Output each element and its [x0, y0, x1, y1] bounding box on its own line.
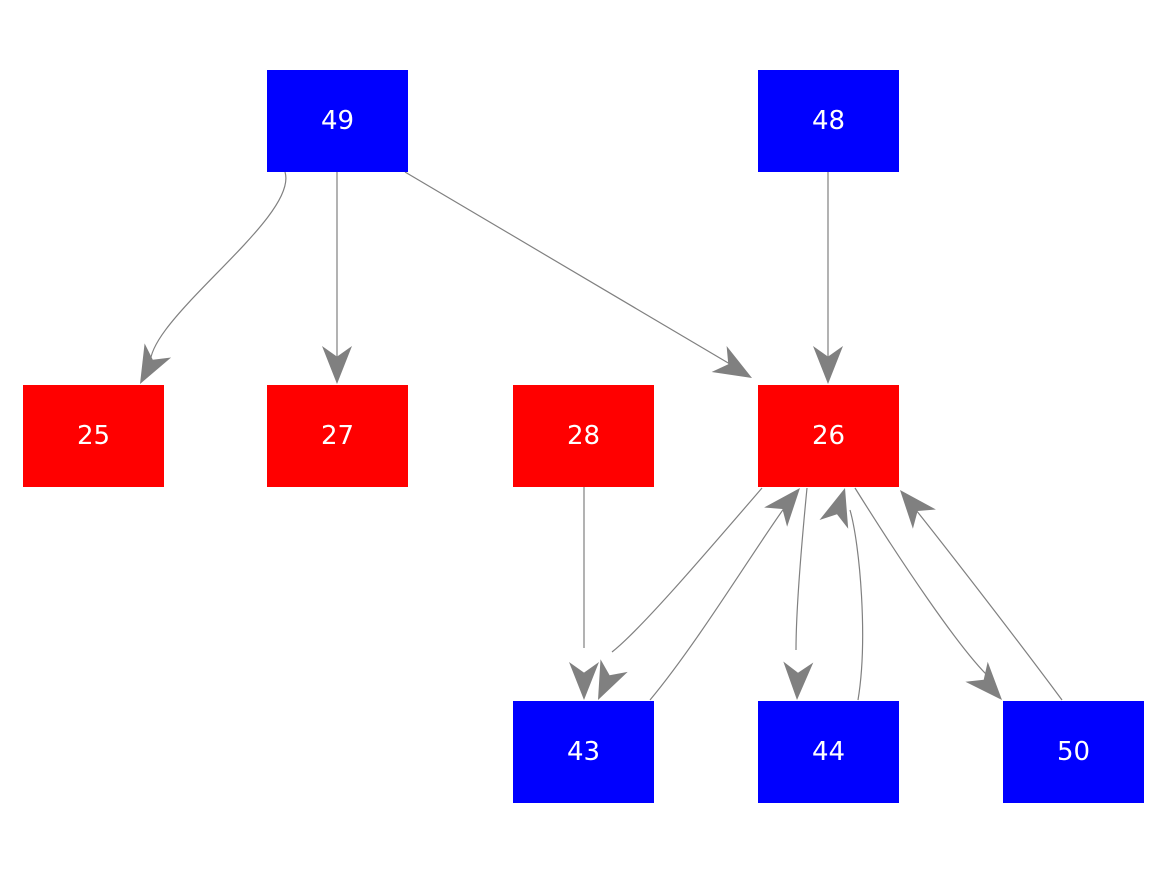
edge-49-to-27	[322, 172, 352, 384]
edge-26-to-50	[854, 487, 1002, 700]
graph-node-label: 26	[811, 421, 846, 451]
graph-node-44[interactable]: 44	[758, 701, 899, 803]
graph-node-26[interactable]: 26	[758, 385, 899, 487]
arrowhead	[322, 346, 352, 384]
arrowhead	[598, 659, 628, 700]
arrowhead	[900, 490, 936, 529]
graph-node-27[interactable]: 27	[267, 385, 408, 487]
graph-node-label: 50	[1056, 737, 1091, 767]
arrowhead	[140, 343, 172, 384]
graph-node-48[interactable]: 48	[758, 70, 899, 172]
graph-node-28[interactable]: 28	[513, 385, 654, 487]
edge-48-to-26	[813, 172, 843, 384]
graph-node-label: 28	[566, 421, 601, 451]
edge-43-to-26	[649, 488, 800, 701]
edge-49-to-25	[140, 171, 287, 384]
graph-node-label: 25	[76, 421, 111, 451]
arrowhead	[783, 661, 814, 700]
graph-node-label: 44	[811, 737, 846, 767]
graph-node-43[interactable]: 43	[513, 701, 654, 803]
graph-node-label: 27	[320, 421, 355, 451]
arrowhead	[569, 662, 599, 700]
arrowhead	[764, 488, 800, 527]
edge-50-to-26	[900, 490, 1063, 701]
edge-49-to-26	[404, 171, 752, 378]
edge-44-to-26	[819, 488, 864, 701]
arrowhead	[813, 346, 843, 384]
graph-node-label: 48	[811, 106, 846, 136]
graph-node-label: 49	[320, 106, 355, 136]
graph-node-50[interactable]: 50	[1003, 701, 1144, 803]
edge-26-to-44	[783, 487, 814, 700]
graph-node-25[interactable]: 25	[23, 385, 164, 487]
arrowhead	[965, 661, 1002, 700]
graph-node-49[interactable]: 49	[267, 70, 408, 172]
graph-node-label: 43	[566, 737, 601, 767]
edge-26-to-43	[598, 487, 763, 700]
arrowhead	[711, 346, 752, 378]
edge-28-to-43	[569, 487, 599, 700]
arrowhead	[819, 488, 849, 529]
